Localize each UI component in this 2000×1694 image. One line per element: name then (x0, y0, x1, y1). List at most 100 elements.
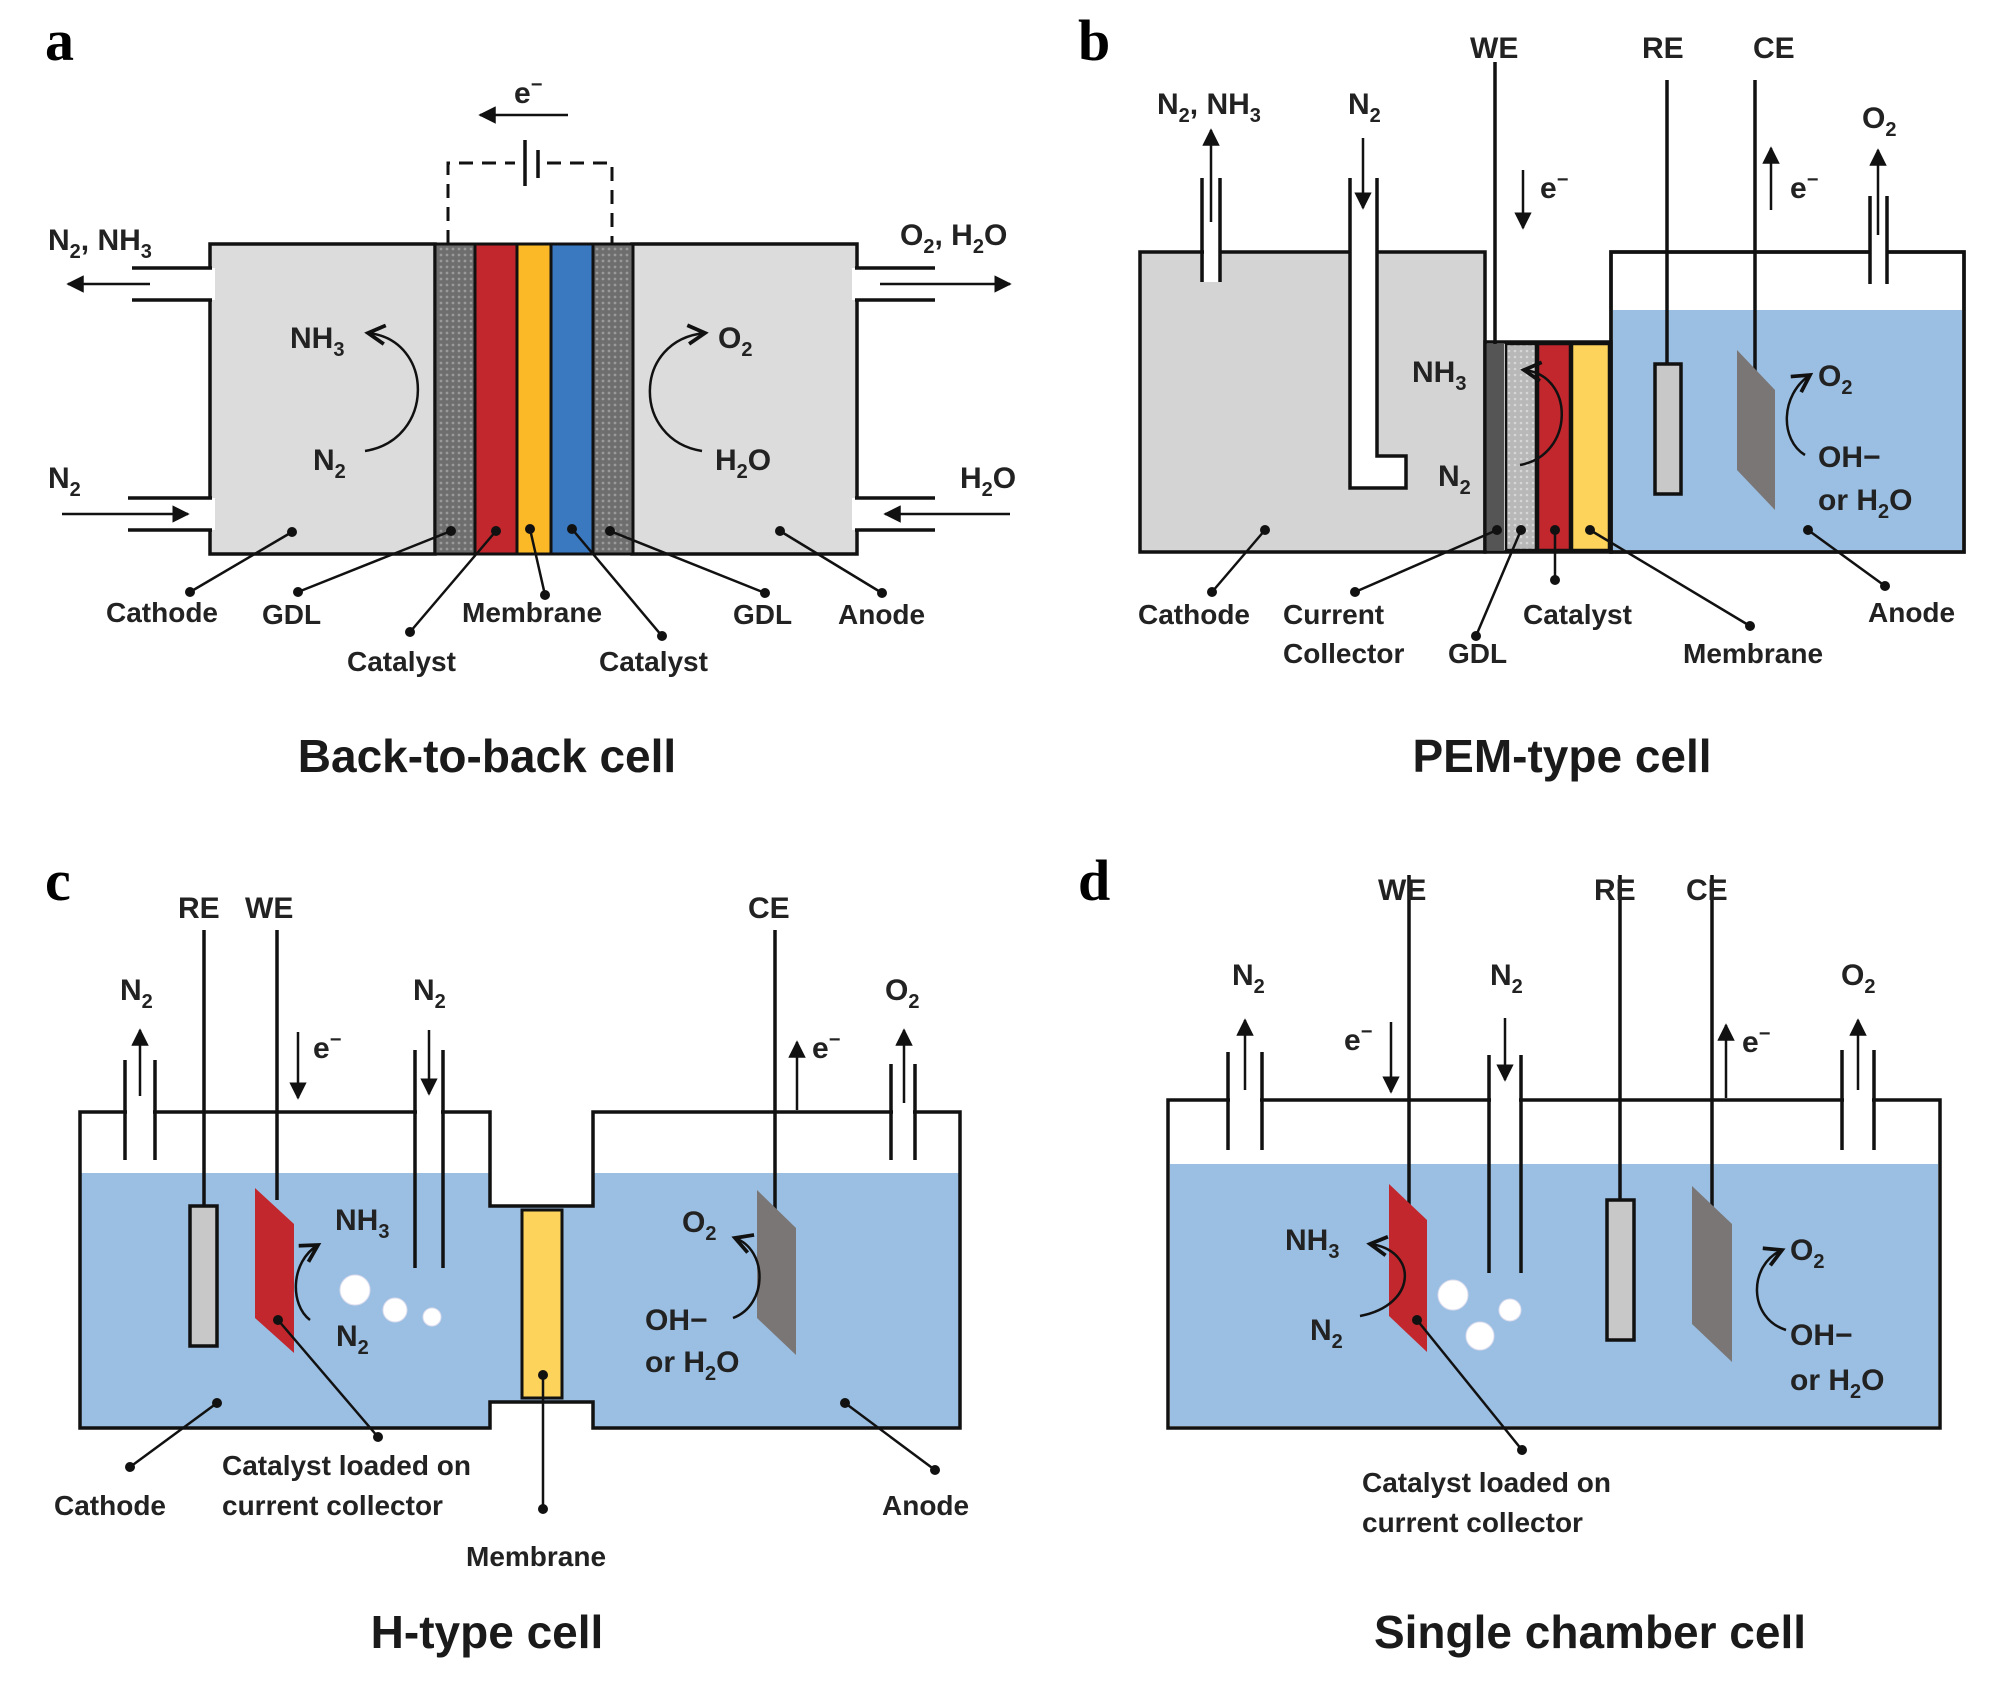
gdl-left (433, 242, 477, 556)
gas-bubble (1465, 1321, 1495, 1351)
panel-letter-c: c (45, 848, 71, 913)
outlet-left-label: N2 (120, 974, 153, 1013)
outlet-tube-left (1200, 128, 1222, 282)
anode-reaction-arrow (1785, 375, 1810, 457)
outlet-left-label: N2, NH3 (1157, 88, 1261, 127)
callouts-d (1412, 1315, 1527, 1455)
reference-electrode (188, 1204, 219, 1348)
outlet-tube-right (889, 1028, 917, 1160)
reference-electrode (1653, 362, 1683, 496)
callouts-b (1207, 525, 1890, 641)
anode-product-label: O2 (1818, 360, 1852, 399)
outlet-tube-right (1840, 1018, 1876, 1150)
anode-callout: Anode (1868, 597, 1955, 628)
gdl-right-callout: GDL (733, 599, 792, 630)
catalyst-callout-1: Catalyst loaded on (1362, 1467, 1611, 1498)
we-label: WE (1470, 32, 1518, 65)
inlet-right-label: H2O (960, 462, 1016, 501)
outlet-tube-left (123, 1028, 157, 1160)
outlet-tube-right (1868, 148, 1889, 284)
gdl-callout: GDL (1448, 638, 1507, 669)
electron-out-label: e− (1742, 1023, 1770, 1059)
membrane (520, 1208, 564, 1400)
battery-circuit: e− (446, 74, 614, 244)
panel-letter-a: a (45, 8, 74, 73)
electron-out-label: e− (1790, 169, 1818, 205)
counter-electrode (1737, 350, 1775, 510)
outlet-left-label: N2 (1232, 959, 1265, 998)
current-collector-callout-1: Current (1283, 599, 1384, 630)
caption-d: Single chamber cell (1374, 1606, 1806, 1658)
electron-in-label: e− (313, 1029, 341, 1065)
anode-product-label: O2 (682, 1206, 716, 1245)
cathode-callout: Cathode (1138, 599, 1250, 630)
gas-bubble (1498, 1298, 1522, 1322)
h-cell-body (78, 1110, 962, 1430)
gas-bubble (422, 1307, 442, 1327)
electron-label: e− (514, 74, 542, 110)
we-label: WE (245, 892, 293, 925)
anode-reactant-label-2: or H2O (1790, 1364, 1884, 1403)
re-label: RE (1642, 32, 1684, 65)
anode-chamber (630, 242, 859, 556)
gdl (1504, 342, 1538, 552)
anode-callout: Anode (882, 1490, 969, 1521)
cathode-reaction-arrow (365, 333, 420, 453)
outlet-right-label: O2 (1862, 102, 1896, 141)
cathode-chamber (208, 242, 437, 556)
anode-product-label: O2 (1790, 1234, 1824, 1273)
cathode-product-label: NH3 (290, 322, 344, 361)
electrolyte (1170, 1164, 1938, 1426)
panel-letter-b: b (1078, 8, 1110, 73)
outlet-right-label: O2, H2O (900, 219, 1007, 258)
catalyst-callout-2: current collector (1362, 1507, 1583, 1538)
cathode-chamber (1138, 250, 1487, 554)
inlet-port-left (62, 496, 215, 532)
gas-bubble (382, 1297, 408, 1323)
outlet-tube-left (1226, 1018, 1264, 1150)
inlet-port-right (852, 496, 1010, 532)
catalyst-right (549, 242, 595, 556)
catalyst-callout: Catalyst (1523, 599, 1632, 630)
cathode-reactant-label: N2 (313, 444, 346, 483)
current-collector (1487, 344, 1504, 550)
callouts-a (185, 524, 887, 641)
counter-electrode (1692, 1186, 1732, 1362)
gdl-left-callout: GDL (262, 599, 321, 630)
cathode-reactant-label: N2 (1438, 460, 1471, 499)
current-collector-callout-2: Collector (1283, 638, 1404, 669)
membrane-callout: Membrane (466, 1541, 606, 1572)
counter-electrode (757, 1190, 796, 1355)
cathode-callout: Cathode (106, 597, 218, 628)
cathode-reaction-arrow (1519, 370, 1563, 467)
panel-b: b N2, NH3 N2 O2 NH3 N2 (1078, 8, 1966, 782)
cathode-callout: Cathode (54, 1490, 166, 1521)
caption-a: Back-to-back cell (298, 730, 676, 782)
working-electrode-catalyst (255, 1188, 294, 1353)
re-label: RE (178, 892, 220, 925)
caption-b: PEM-type cell (1412, 730, 1711, 782)
panel-c: c N2 N2 O2 RE WE (45, 848, 969, 1658)
electron-in-label: e− (1540, 169, 1568, 205)
cathode-product-label: NH3 (1285, 1224, 1339, 1263)
electron-in-label: e− (1344, 1021, 1372, 1057)
outlet-right-label: O2 (885, 974, 919, 1013)
anode-product-label: O2 (718, 322, 752, 361)
anode-reactant-label-1: OH− (645, 1304, 708, 1337)
membrane-callout: Membrane (462, 597, 602, 628)
outlet-left-label: N2, NH3 (48, 224, 152, 263)
anode-callout: Anode (838, 599, 925, 630)
catalyst-right-callout: Catalyst (599, 646, 708, 677)
reference-electrode (1605, 1198, 1636, 1342)
catalyst-callout-1: Catalyst loaded on (222, 1450, 471, 1481)
inlet-tube (1487, 1018, 1523, 1273)
membrane (515, 242, 553, 556)
membrane (1570, 342, 1611, 552)
cathode-reaction-arrow (1359, 1244, 1407, 1318)
anode-reactant-label: H2O (715, 444, 771, 483)
ce-label: CE (748, 892, 790, 925)
catalyst (1536, 342, 1572, 552)
callouts-c (125, 1315, 940, 1514)
outlet-right-label: O2 (1841, 959, 1875, 998)
working-electrode-catalyst (1389, 1184, 1427, 1352)
